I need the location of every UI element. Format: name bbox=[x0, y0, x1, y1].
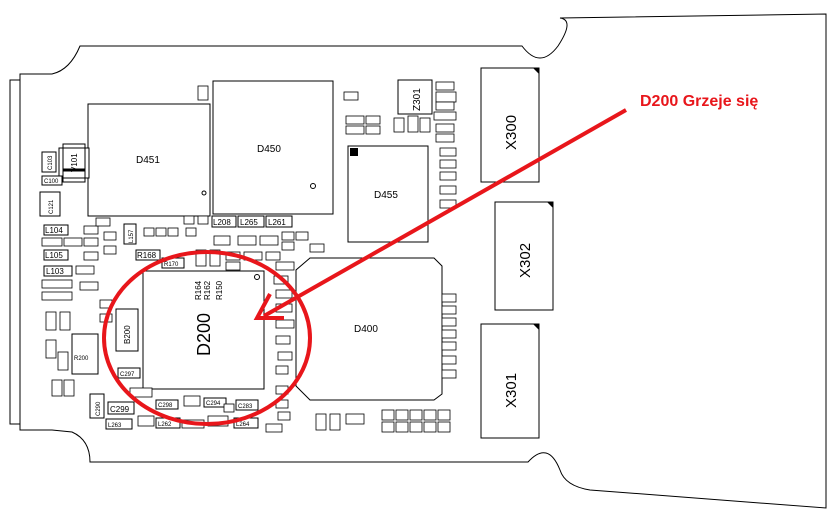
chip-d450-label: D450 bbox=[257, 144, 281, 155]
annotation-label: D200 Grzeje się bbox=[640, 93, 758, 110]
part-label: L262 bbox=[158, 422, 172, 428]
resistor-label: R164 bbox=[194, 280, 203, 300]
pin1-dot bbox=[201, 190, 207, 196]
part-label: C297 bbox=[120, 372, 135, 378]
chip-d400 bbox=[295, 257, 443, 401]
pin1-mark bbox=[533, 324, 539, 330]
connector-x302-label: X302 bbox=[517, 243, 534, 278]
part-label: L105 bbox=[45, 251, 63, 260]
component-z301 bbox=[397, 79, 433, 115]
component-v101-label: V101 bbox=[70, 153, 79, 172]
part-label: L157 bbox=[129, 229, 135, 243]
connector-x301 bbox=[480, 323, 540, 439]
part-label: C121 bbox=[49, 199, 55, 214]
resistor-label: R150 bbox=[215, 280, 224, 300]
part-label: L208 bbox=[213, 218, 231, 227]
component-b200 bbox=[115, 308, 139, 352]
connector-x300-label: X300 bbox=[503, 115, 520, 150]
component-b200-label: B200 bbox=[123, 325, 132, 344]
pin1-mark bbox=[547, 202, 553, 208]
annotation-arrow-shaft bbox=[263, 108, 627, 318]
part-label: C103 bbox=[48, 155, 54, 170]
chip-d400-label: D400 bbox=[354, 324, 378, 335]
chip-d451 bbox=[87, 103, 211, 217]
chip-d450 bbox=[212, 80, 334, 215]
chip-d455 bbox=[347, 145, 429, 243]
part-label: C294 bbox=[206, 401, 221, 407]
part-label: C100 bbox=[44, 179, 59, 185]
part-label: C299 bbox=[110, 405, 130, 414]
part-label: L263 bbox=[108, 423, 122, 429]
part-label: C283 bbox=[238, 404, 253, 410]
annotation-arrowhead bbox=[253, 293, 284, 320]
part-label: L104 bbox=[45, 226, 63, 235]
component-v101-body bbox=[62, 143, 86, 183]
connector-x301-label: X301 bbox=[503, 373, 520, 408]
part-label: L264 bbox=[236, 422, 250, 428]
board-inner-edge bbox=[9, 79, 20, 425]
part-label: L265 bbox=[240, 218, 258, 227]
highlight-circle bbox=[102, 250, 312, 426]
chip-d451-label: D451 bbox=[136, 155, 160, 166]
part-label: C298 bbox=[158, 403, 173, 409]
part-label: R170 bbox=[164, 262, 179, 268]
part-label: C290 bbox=[96, 401, 102, 416]
passive-parts-left: C103 C100 C121 L104 L105 L103 R200 C290 … bbox=[39, 151, 293, 430]
pin1-mark bbox=[350, 148, 358, 156]
chip-d200-label: D200 bbox=[194, 313, 214, 356]
chip-d455-label: D455 bbox=[374, 190, 398, 201]
pin1-mark bbox=[533, 68, 539, 74]
resistor-label: R162 bbox=[203, 280, 212, 300]
chip-d200 bbox=[142, 270, 265, 390]
part-label: L261 bbox=[268, 218, 286, 227]
part-label: R168 bbox=[137, 251, 157, 260]
part-label: R200 bbox=[74, 356, 89, 362]
pin1-dot bbox=[254, 274, 260, 280]
component-v101 bbox=[58, 147, 90, 179]
part-label: L103 bbox=[46, 267, 64, 276]
component-z301-label: Z301 bbox=[412, 88, 423, 111]
pin1-dot bbox=[310, 183, 316, 189]
connector-x302 bbox=[494, 201, 554, 311]
